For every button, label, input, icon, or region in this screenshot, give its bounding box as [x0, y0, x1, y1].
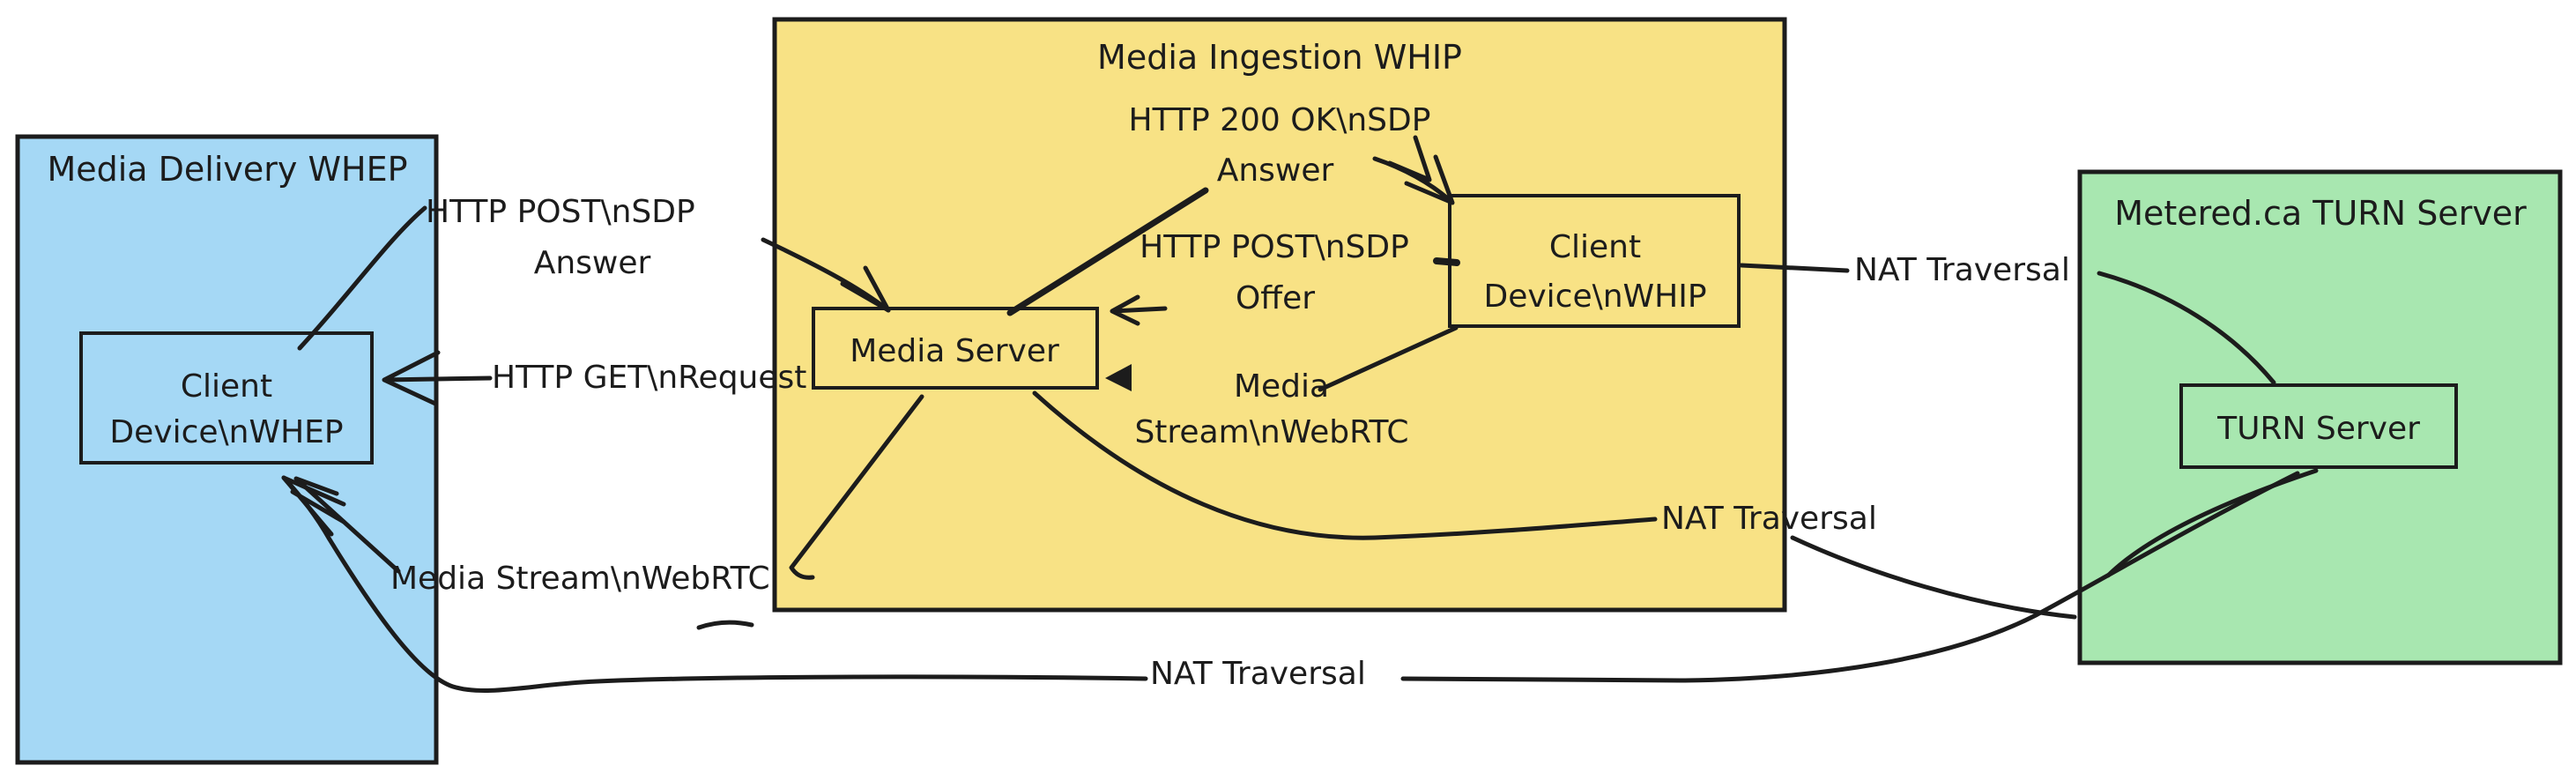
edge-nat-traversal-top: NAT Traversal [1854, 252, 2070, 288]
connectors [281, 135, 2319, 694]
edge-http-post-answer-line2: Answer [534, 245, 651, 281]
edge-http-get-request: HTTP GET\nRequest [492, 360, 806, 396]
node-client-whep-line1: Client [181, 368, 272, 405]
node-box-turn-server [2179, 383, 2458, 469]
node-client-whep-line2: Device\nWHEP [109, 414, 343, 450]
offer-stub-at-client-whip [1433, 257, 1460, 266]
arrow-http-post-answer-left-segment [297, 205, 427, 351]
container-media-delivery-whep [15, 134, 439, 765]
edge-media-stream-ingest-line2: Stream\nWebRTC [1134, 414, 1408, 450]
curve-turn-outer-to-bottom [1400, 471, 2300, 683]
container-title-whep: Media Delivery WHEP [47, 150, 407, 189]
curve-bottom-to-client-whep [281, 475, 1148, 694]
arrow-http-200-answer-chevron-icon [1372, 135, 1455, 205]
edge-http-200-line2: Answer [1217, 152, 1334, 189]
edge-http-post-offer-line1: HTTP POST\nSDP [1140, 229, 1409, 265]
curve-nat-media-server [1032, 390, 1658, 540]
labels: Media Delivery WHEP Media Ingestion WHIP… [47, 38, 2527, 692]
arrowhead-triangle-media-server-icon [1105, 364, 1132, 391]
edge-nat-traversal-mid: NAT Traversal [1661, 501, 1877, 537]
edge-media-stream-ingest-line1: Media [1234, 368, 1329, 405]
node-media-server-label: Media Server [850, 333, 1059, 369]
edge-http-200-line1: HTTP 200 OK\nSDP [1129, 102, 1431, 138]
edge-nat-traversal-bottom: NAT Traversal [1150, 656, 1366, 692]
container-title-whip: Media Ingestion WHIP [1097, 38, 1462, 77]
edge-http-post-offer-line2: Offer [1236, 280, 1315, 316]
arrow-media-stream-delivery [293, 476, 401, 574]
line-media-server-to-stream-label [789, 394, 924, 580]
arrow-http-post-offer-icon [1110, 294, 1168, 326]
edge-media-stream-delivery: Media Stream\nWebRTC [390, 561, 770, 597]
underline-squiggle-icon [696, 620, 754, 630]
curve-nat-mid-tail [1790, 535, 2077, 620]
curve-nat-top-into-turn [2097, 271, 2276, 385]
node-client-whip-line1: Client [1549, 229, 1641, 265]
node-turn-server-label: TURN Server [2216, 411, 2420, 447]
line-media-stream-ingest [1318, 325, 1459, 392]
line-nat-top [1739, 263, 1850, 273]
node-client-whip-line2: Device\nWHIP [1483, 279, 1706, 315]
node-box-media-server [812, 307, 1099, 390]
container-metered-turn-server [2077, 169, 2563, 665]
arrow-http-200-answer-line [1006, 187, 1209, 316]
arrow-http-get-request [382, 350, 493, 406]
arrowhead-into-media-server-icon [840, 265, 891, 313]
container-title-turn: Metered.ca TURN Server [2114, 194, 2527, 233]
node-box-client-device-whep [79, 331, 374, 465]
edge-http-post-answer-line1: HTTP POST\nSDP [426, 194, 695, 230]
container-media-ingestion-whip [772, 17, 1787, 613]
